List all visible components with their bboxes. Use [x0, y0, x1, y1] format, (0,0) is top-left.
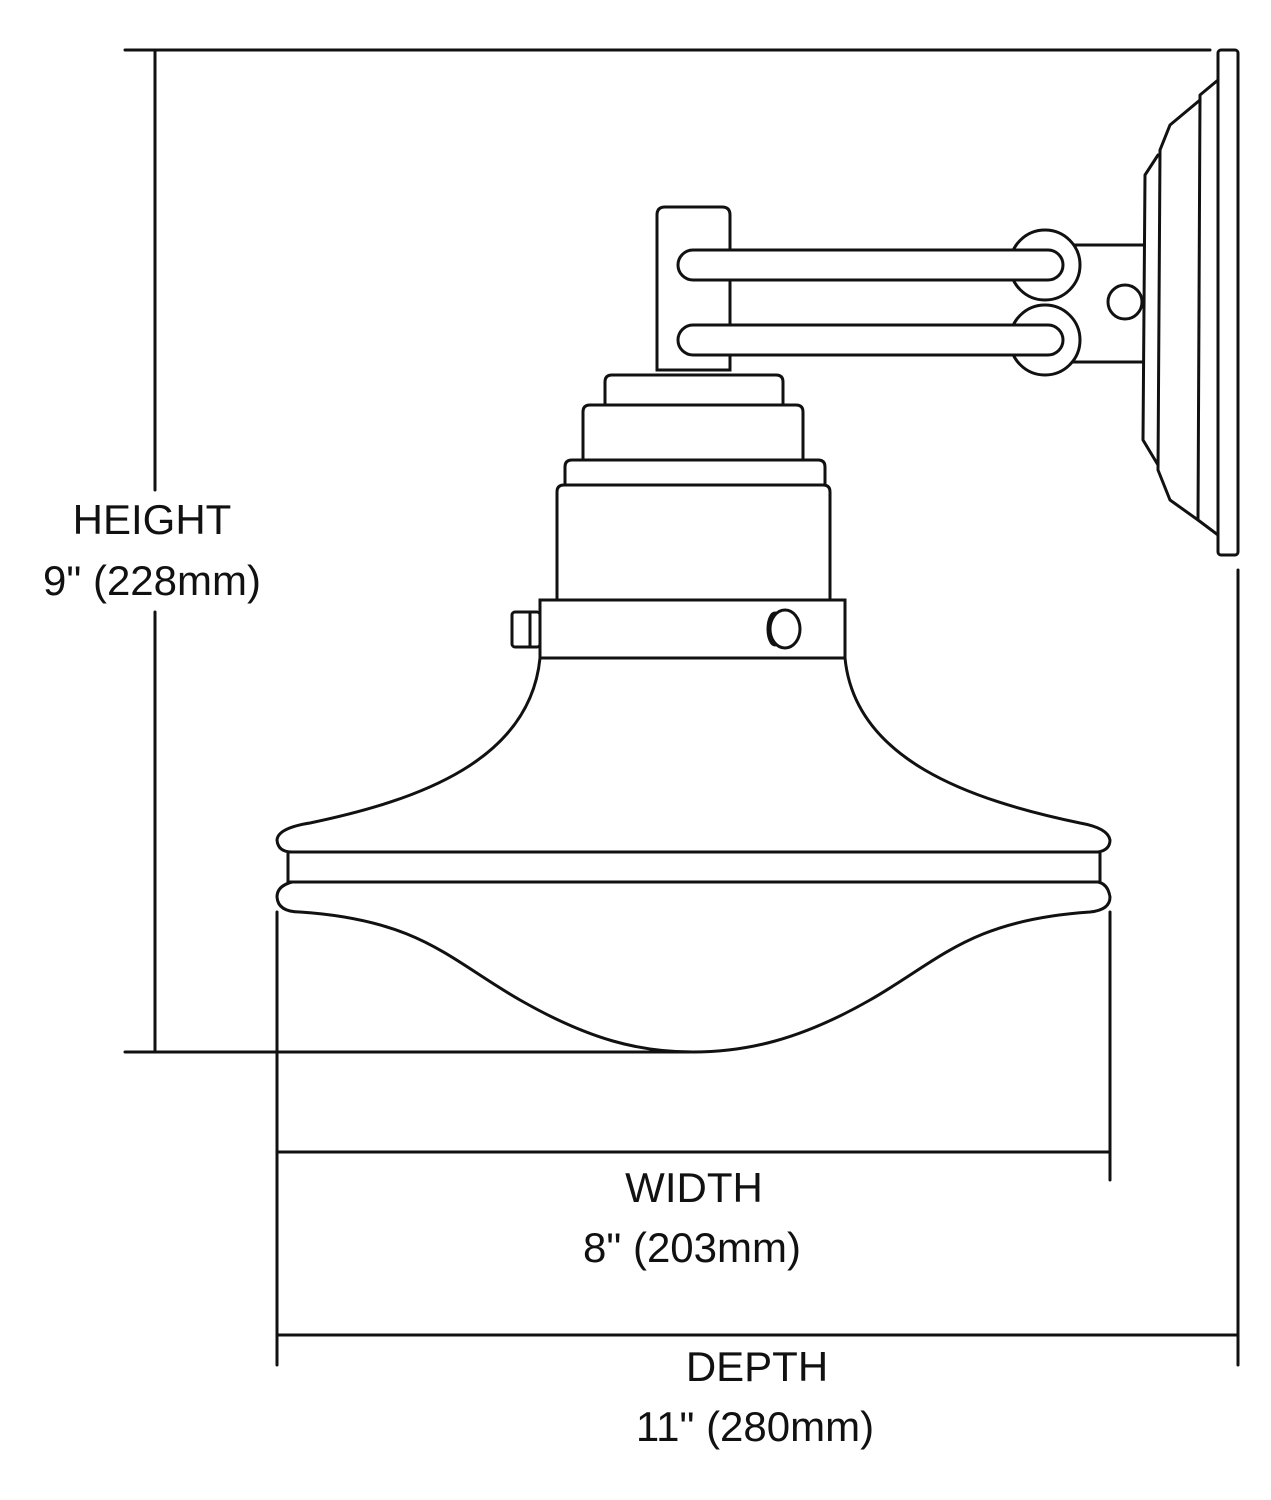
depth-label: DEPTH [686, 1343, 828, 1390]
width-value: 8" (203mm) [583, 1224, 801, 1271]
depth-dimension-lines [275, 568, 1240, 1367]
height-label: HEIGHT [73, 496, 232, 543]
depth-value: 11" (280mm) [636, 1403, 874, 1450]
width-dimension-lines [275, 910, 1112, 1367]
wall-plate [1141, 48, 1240, 557]
lamp-shade [275, 656, 1112, 1054]
lamp-arm [655, 205, 1145, 377]
lamp-neck [555, 373, 832, 602]
lamp-collar [510, 598, 847, 660]
height-dimension-lines [123, 48, 1212, 1054]
height-value: 9" (228mm) [43, 557, 261, 604]
width-label: WIDTH [625, 1164, 763, 1211]
